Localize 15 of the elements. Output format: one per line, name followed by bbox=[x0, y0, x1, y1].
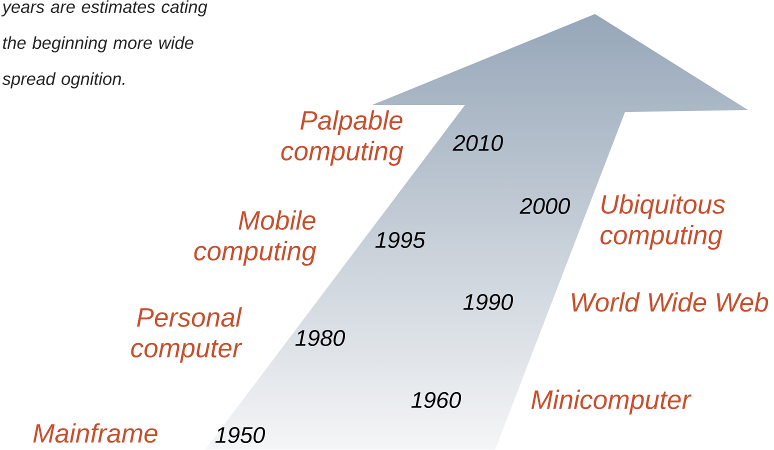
year-label: 1990 bbox=[463, 294, 514, 310]
year-label: 1950 bbox=[215, 426, 266, 444]
year-label: 1980 bbox=[295, 330, 346, 346]
year-label: 2010 bbox=[452, 134, 504, 152]
era-label: Minicomputer bbox=[531, 390, 692, 414]
year-label: 1960 bbox=[411, 392, 462, 408]
year-label: 2000 bbox=[520, 198, 570, 214]
era-label: World Wide Web bbox=[572, 292, 768, 312]
era-label: Ubiquitous computing bbox=[600, 194, 726, 250]
era-label: Mainframe bbox=[33, 423, 158, 443]
era-label: Mobile computing bbox=[194, 210, 316, 266]
era-label: Palpable computing bbox=[281, 110, 404, 166]
era-label: Personal computer bbox=[131, 307, 242, 363]
note-text: years are estimates cating the beginning more wide spread ognition. bbox=[1, 0, 208, 88]
year-label: 1995 bbox=[375, 232, 426, 248]
